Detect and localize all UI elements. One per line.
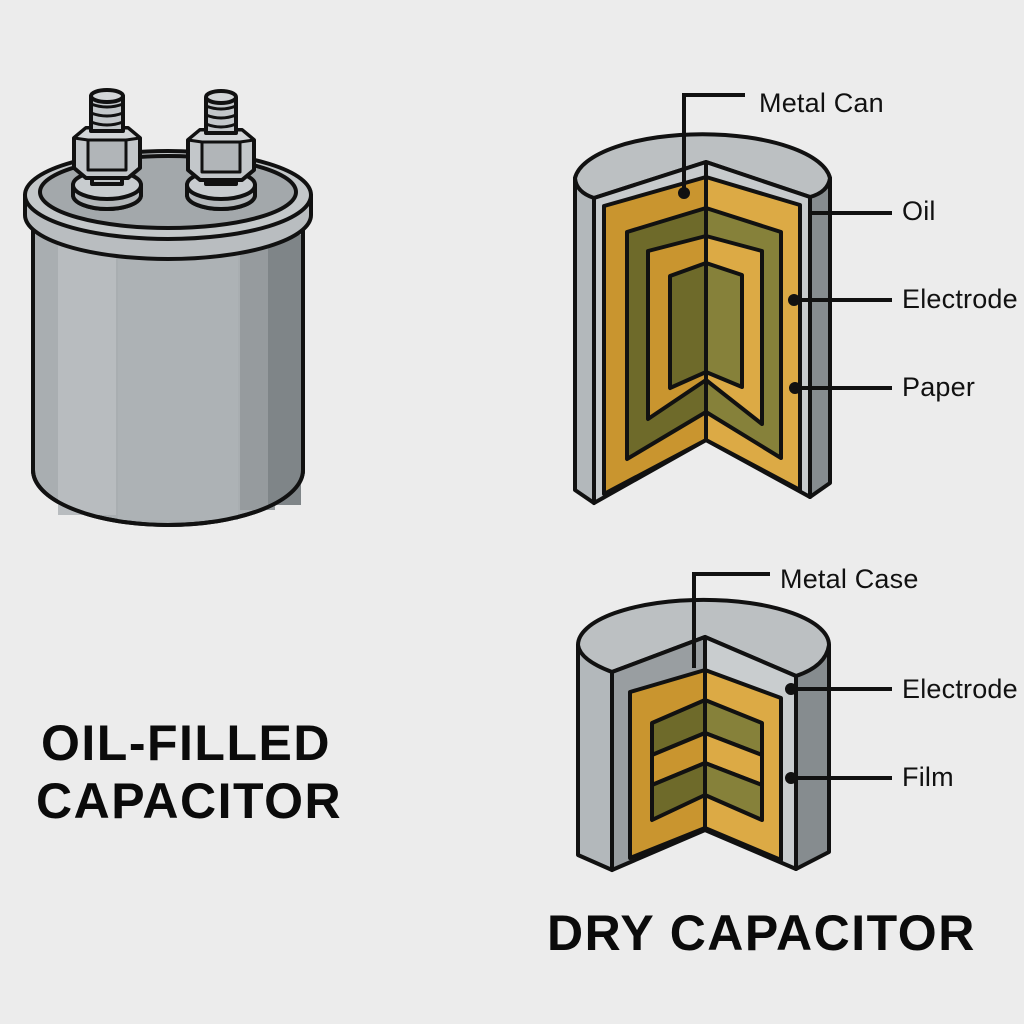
oil-filled-cutaway	[573, 132, 832, 505]
terminal-left	[71, 88, 143, 211]
label-oil: Oil	[902, 196, 936, 226]
label-metal-case: Metal Case	[780, 564, 919, 594]
leader-metal-case	[692, 572, 770, 668]
case-left-wall	[576, 643, 614, 872]
electrode-core-left	[668, 261, 708, 390]
label-metal-can: Metal Can	[759, 88, 884, 118]
title-dry-capacitor: DRY CAPACITOR	[547, 905, 976, 961]
can-right-wall	[808, 176, 832, 499]
title-oil-filled-line1: OIL-FILLED	[41, 715, 331, 771]
oil-filled-capacitor-illustration	[23, 88, 313, 527]
label-film: Film	[902, 762, 954, 792]
case-right-wall	[794, 643, 831, 871]
title-oil-filled-line2: CAPACITOR	[36, 773, 343, 829]
can-highlight	[58, 240, 116, 515]
dry-cutaway	[576, 597, 831, 872]
oil-filled-leaders	[678, 93, 892, 394]
title-oil-filled: OIL-FILLED CAPACITOR	[36, 714, 343, 830]
can-highlight-center	[118, 240, 238, 520]
can-left-wall	[573, 176, 596, 505]
label-paper: Paper	[902, 372, 976, 402]
electrode-core-right	[704, 261, 744, 389]
label-electrode-dry: Electrode	[902, 674, 1018, 704]
can-shadow-edge	[268, 235, 301, 505]
dry-leaders	[692, 572, 892, 784]
label-electrode: Electrode	[902, 284, 1018, 314]
terminal-right	[185, 89, 257, 211]
leader-metal-can	[682, 93, 745, 193]
